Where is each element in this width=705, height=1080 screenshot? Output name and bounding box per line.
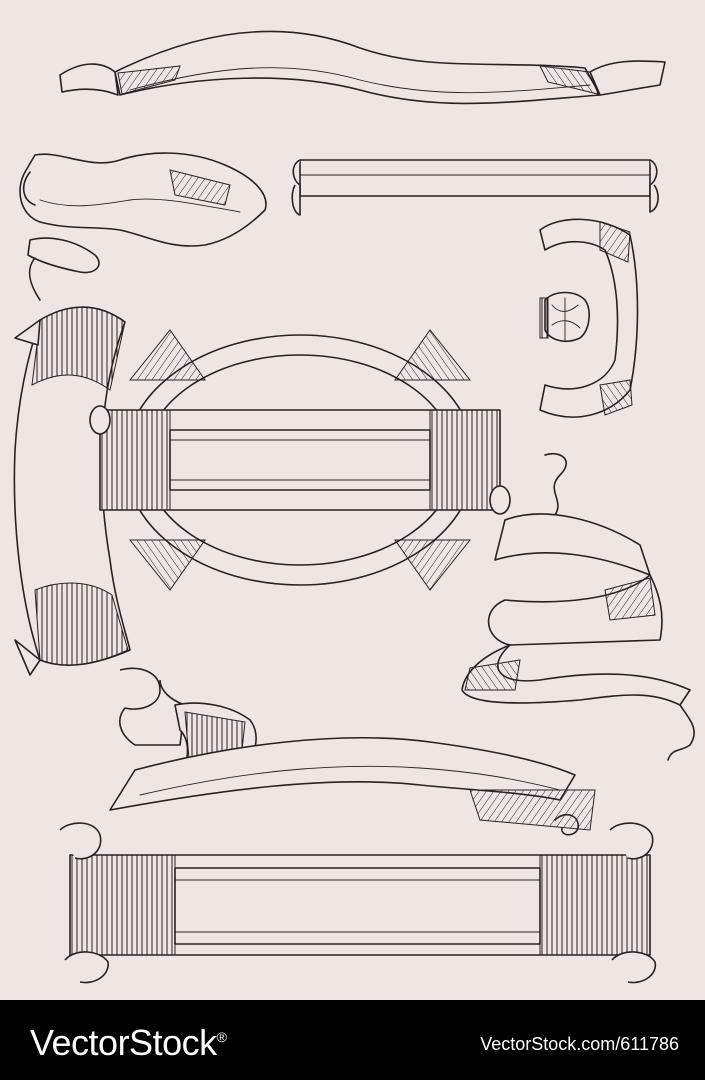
vectorstock-logo: VectorStock® <box>30 1022 227 1064</box>
ribbon-torn-scroll <box>19 152 267 301</box>
ribbon-right-curve <box>539 218 639 418</box>
ribbon-illustration <box>13 30 695 984</box>
brand-name: VectorStock <box>30 1022 217 1063</box>
watermark-footer: VectorStock® VectorStock.com/611786 <box>0 1000 705 1080</box>
trademark-symbol: ® <box>216 1029 227 1045</box>
ribbon-bottom-frame <box>59 822 657 984</box>
ribbon-set-svg <box>13 30 695 984</box>
ribbon-left-tall <box>13 306 131 676</box>
ribbon-top-wave <box>59 30 666 105</box>
ornament-crest <box>539 291 590 342</box>
ribbon-right-zigzag <box>461 453 695 761</box>
image-id-text: VectorStock.com/611786 <box>480 1034 679 1054</box>
ribbon-straight-scroll <box>291 159 659 216</box>
ribbon-center-oval <box>89 329 511 591</box>
ribbon-bottom-wave <box>109 667 596 836</box>
